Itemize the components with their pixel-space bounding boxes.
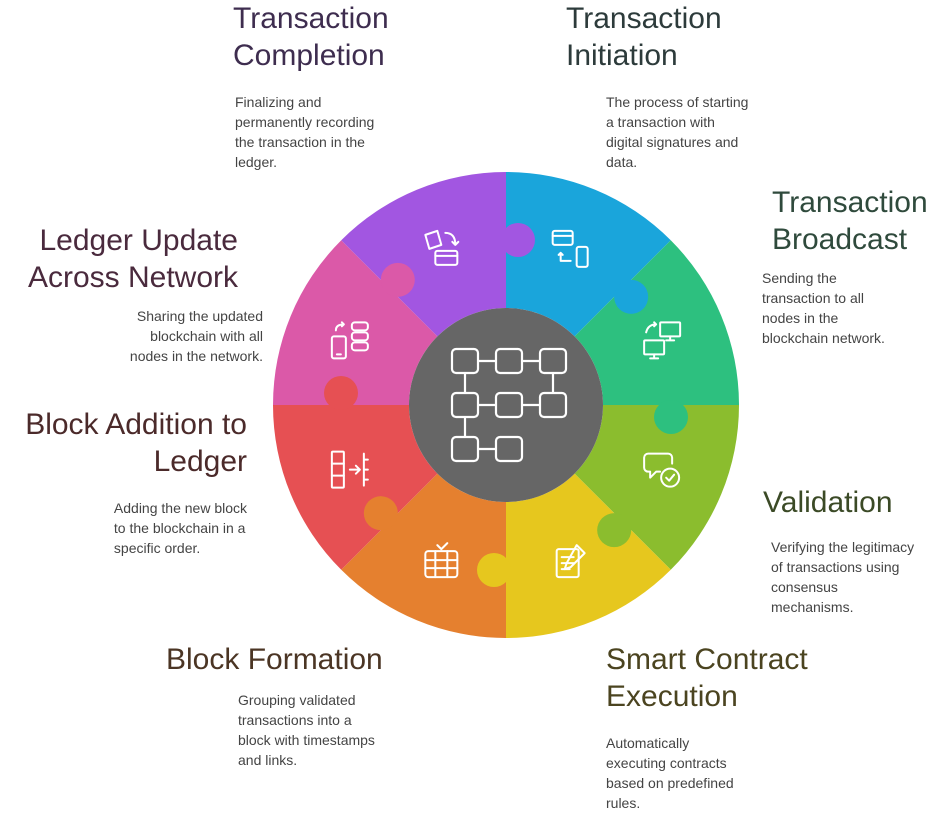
- step-description: Sharing the updated blockchain with all …: [129, 308, 263, 364]
- step-label-block-formation: Block Formation Grouping validated trans…: [166, 641, 383, 770]
- block-network-icon: [450, 347, 568, 463]
- step-description: Finalizing and permanently recording the…: [235, 94, 375, 170]
- center-hub: [409, 308, 603, 502]
- puzzle-tab-block-formation: [363, 496, 398, 531]
- puzzle-tab-broadcast: [654, 400, 688, 434]
- segment-smart-contract: [506, 473, 671, 638]
- puzzle-tab-completion: [501, 223, 535, 257]
- step-label-block-addition: Block Addition to Ledger Adding the new …: [7, 406, 247, 558]
- step-description: Adding the new block to the blockchain i…: [113, 500, 247, 556]
- step-label-broadcast: Transaction Broadcast Sending the transa…: [762, 184, 928, 348]
- contract-sign-icon: [555, 544, 586, 579]
- step-description: Automatically executing contracts based …: [606, 735, 734, 811]
- segment-completion: [341, 172, 506, 337]
- step-label-completion: Transaction Completion Finalizing and pe…: [233, 0, 389, 172]
- step-title: Transaction Initiation: [566, 2, 722, 72]
- step-description: Sending the transaction to all nodes in …: [762, 270, 885, 346]
- step-title: Transaction Broadcast: [772, 186, 928, 256]
- step-title: Validation: [763, 486, 893, 519]
- puzzle-tab-ledger-update: [380, 262, 415, 297]
- phone-database-icon: [330, 321, 369, 360]
- segment-broadcast: [574, 240, 739, 405]
- segment-block-addition: [273, 405, 438, 570]
- step-title: Smart Contract Execution: [606, 643, 808, 713]
- block-stack-icon: [424, 542, 459, 579]
- step-title: Block Addition to Ledger: [25, 408, 247, 478]
- segment-validation: [574, 405, 739, 570]
- puzzle-tab-initiation: [614, 279, 649, 314]
- step-description: Grouping validated transactions into a b…: [238, 692, 375, 768]
- step-title: Block Formation: [166, 643, 383, 676]
- card-to-phone-icon: [551, 229, 589, 268]
- wallet-arrow-icon: [424, 229, 460, 266]
- step-label-smart-contract: Smart Contract Execution Automatically e…: [606, 641, 808, 813]
- puzzle-tab-validation: [597, 513, 632, 548]
- chat-check-icon: [643, 452, 681, 488]
- step-label-validation: Validation Verifying the legitimacy of t…: [763, 484, 914, 617]
- segment-block-formation: [341, 473, 506, 638]
- monitor-exchange-icon: [643, 321, 682, 360]
- step-title: Ledger Update Across Network: [27, 224, 238, 294]
- puzzle-tab-block-addition: [324, 376, 358, 410]
- puzzle-tab-smart-contract: [477, 553, 511, 587]
- step-description: Verifying the legitimacy of transactions…: [771, 539, 915, 615]
- step-title: Transaction Completion: [233, 2, 389, 72]
- block-add-icon: [330, 450, 369, 489]
- step-label-initiation: Transaction Initiation The process of st…: [566, 0, 748, 172]
- step-description: The process of starting a transaction wi…: [606, 94, 749, 170]
- step-label-ledger-update: Ledger Update Across Network Sharing the…: [27, 222, 263, 366]
